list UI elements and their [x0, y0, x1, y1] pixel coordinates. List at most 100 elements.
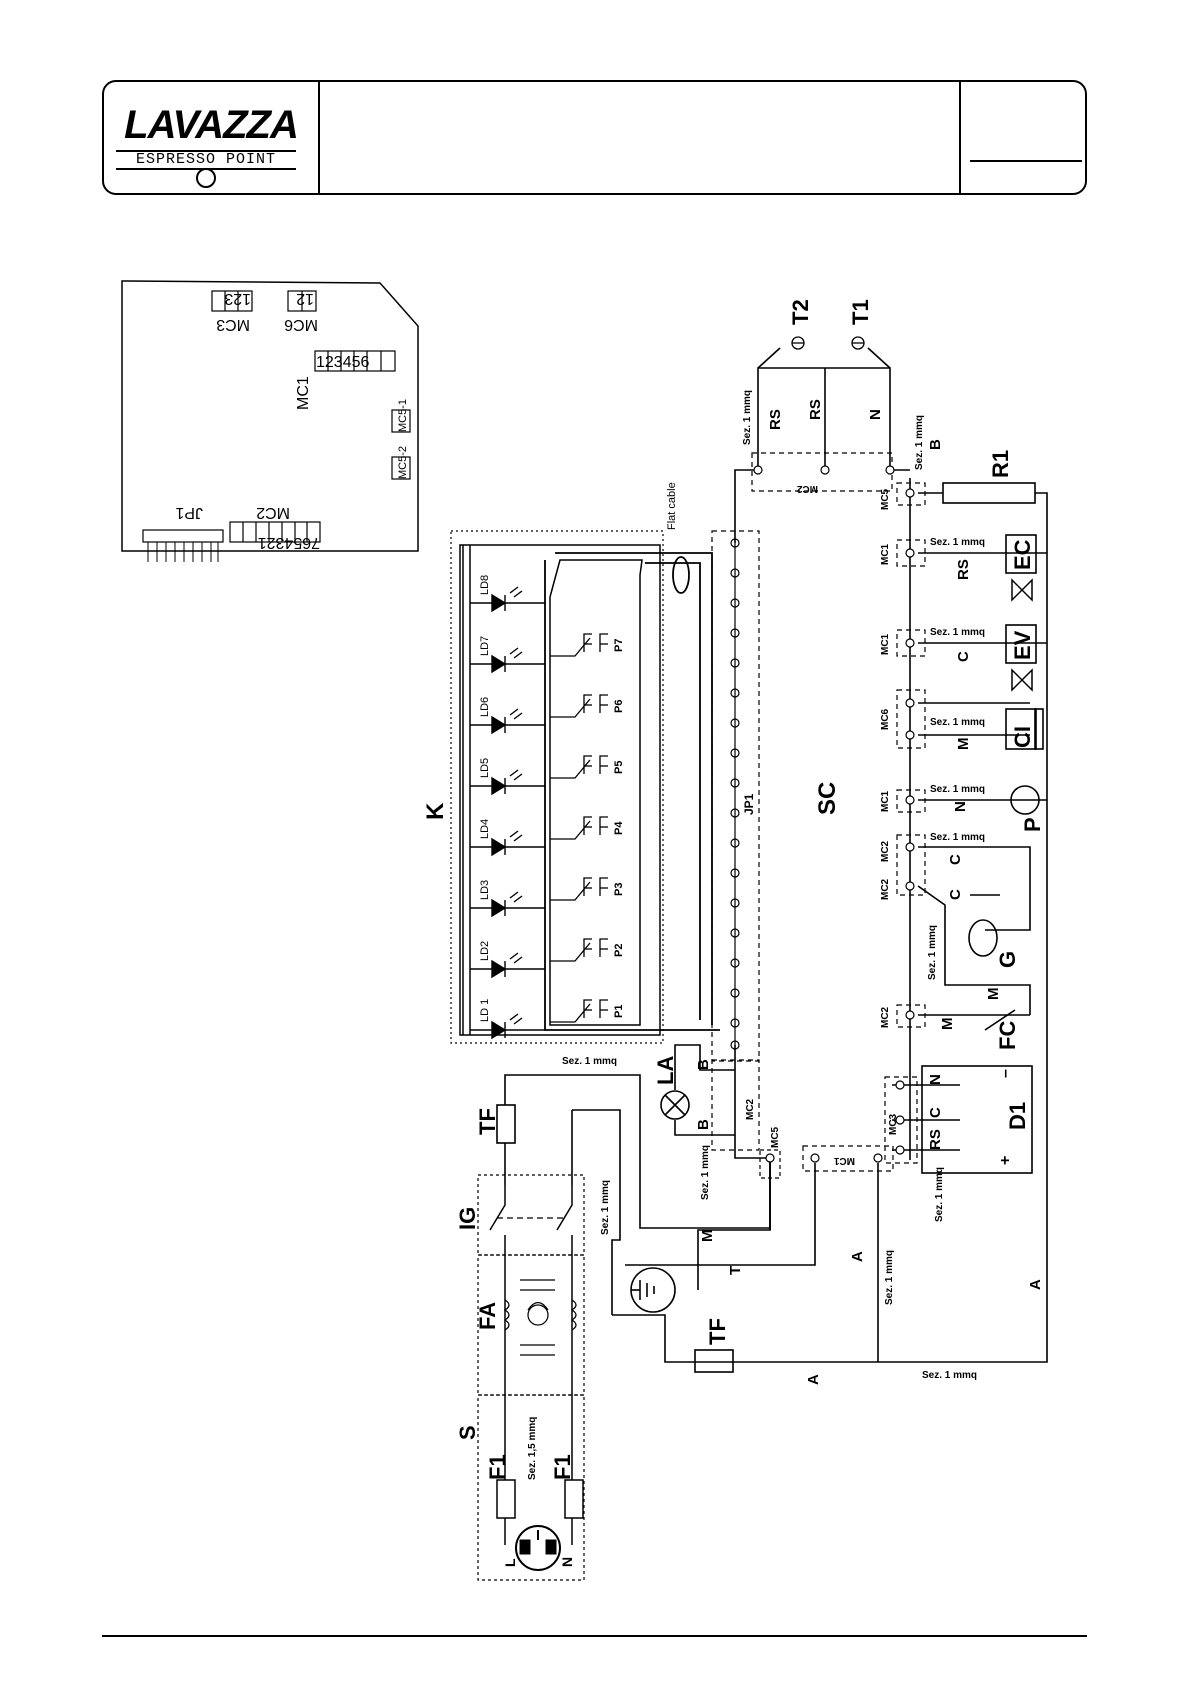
sez-g: Sez. 1 mmq — [927, 925, 938, 980]
key-rows — [550, 633, 608, 1023]
mc2-5-label: MC2 — [880, 1006, 891, 1028]
label-K: K — [422, 802, 449, 820]
key-label: P3 — [613, 883, 625, 896]
label-G: G — [995, 951, 1020, 968]
sez-ig: Sez. 1 mmq — [600, 1180, 611, 1235]
lavazza-logo: LAVAZZA ESPRESSO POINT — [116, 104, 306, 189]
label-A-3: A — [805, 1374, 822, 1385]
label-C-mc2-6: C — [947, 889, 964, 900]
label-TF-bottom: TF — [705, 1318, 730, 1345]
label-TF-top: TF — [475, 1108, 500, 1135]
valve-symbols — [1011, 578, 1033, 692]
key-4 — [550, 816, 608, 840]
led-3 — [470, 891, 545, 918]
label-M-ig: M — [699, 1230, 716, 1243]
led-rows — [470, 586, 545, 1040]
label-EC: EC — [1010, 539, 1035, 570]
label-FA: FA — [475, 1302, 500, 1330]
key-label: P5 — [613, 761, 625, 774]
led-label: LD6 — [479, 697, 491, 717]
label-M-fc2: M — [939, 1018, 956, 1031]
key-2 — [550, 938, 608, 962]
board-mc6-pins: 12 — [296, 290, 314, 307]
mc6-label: MC6 — [880, 708, 891, 730]
label-B-la1: B — [695, 1059, 712, 1070]
led-label: LD8 — [479, 575, 491, 595]
label-D1: D1 — [1005, 1102, 1030, 1130]
led-label: LD2 — [479, 941, 491, 961]
label-IG: IG — [455, 1207, 480, 1230]
led-label: LD3 — [479, 880, 491, 900]
key-label: P1 — [613, 1005, 625, 1018]
sez-d1: Sez. 1 mmq — [934, 1167, 945, 1222]
board-mc2-label: MC2 — [256, 504, 290, 521]
label-B-la2: B — [695, 1119, 712, 1130]
title-block: LAVAZZA ESPRESSO POINT — [102, 80, 1087, 195]
label-N-socket: N — [559, 1557, 575, 1567]
label-M-fc1: M — [985, 988, 1002, 1001]
logo-wordmark: LAVAZZA — [124, 103, 299, 147]
sez-mc1-lower: Sez. 1 mmq — [884, 1250, 895, 1305]
mc-connector-boxes — [896, 482, 926, 1028]
key-panel — [549, 559, 643, 1026]
label-T2: T2 — [788, 299, 813, 325]
mc1-ev-label: MC1 — [880, 633, 891, 655]
label-S: S — [455, 1425, 480, 1440]
led-8 — [470, 586, 545, 613]
key-5 — [550, 755, 608, 779]
key-7 — [550, 633, 608, 657]
key-label: P6 — [613, 700, 625, 713]
label-minus-d1: – — [997, 1069, 1014, 1078]
sez-ev: Sez. 1 mmq — [930, 627, 985, 638]
mc3-label: MC3 — [888, 1113, 899, 1135]
sez-mc2-7: Sez. 1 mmq — [930, 832, 985, 843]
label-C-d1: C — [927, 1107, 944, 1118]
label-P: P — [1020, 817, 1045, 832]
key-label: P4 — [613, 821, 625, 835]
sez-ec: Sez. 1 mmq — [930, 537, 985, 548]
mains-section — [477, 1174, 585, 1581]
sez-bottom: Sez. 1 mmq — [922, 1370, 977, 1381]
board-connectors — [142, 290, 411, 562]
mc2-6-label: MC2 — [880, 878, 891, 900]
led-2 — [470, 952, 545, 979]
mc1-lower-label: MC1 — [833, 1155, 855, 1166]
sez-p: Sez. 1 mmq — [930, 784, 985, 795]
led-5 — [470, 769, 545, 796]
board-mc3-label: MC3 — [216, 316, 250, 333]
mc1-p-label: MC1 — [880, 790, 891, 812]
header-underline — [970, 160, 1082, 162]
board-mc1-pins: 123456 — [316, 354, 369, 371]
label-RS-2: RS — [807, 399, 824, 420]
label-C-mc2-7: C — [947, 854, 964, 865]
label-flat-cable: Flat cable — [666, 482, 678, 530]
key-6 — [550, 694, 608, 718]
board-mc5-2-label: MC5-2 — [397, 446, 409, 479]
led-bus — [462, 545, 471, 1035]
led-4 — [470, 830, 545, 857]
key-label: P2 — [613, 944, 625, 957]
board-mc6-label: MC6 — [284, 316, 318, 333]
label-F1-left: F1 — [485, 1454, 510, 1480]
label-L: L — [502, 1558, 518, 1567]
label-EV: EV — [1010, 630, 1035, 660]
mc5-lower-label: MC5 — [770, 1126, 781, 1148]
label-LA: LA — [653, 1056, 678, 1085]
label-F1-right: F1 — [550, 1454, 575, 1480]
label-T-ground: T — [727, 1266, 744, 1275]
sez-t1: Sez. 1 mmq — [914, 415, 925, 470]
led-6 — [470, 708, 545, 735]
flat-cable — [544, 552, 720, 1031]
footer-rule — [102, 1635, 1087, 1637]
mc2-7-label: MC2 — [880, 840, 891, 862]
led-7 — [470, 647, 545, 674]
label-N-p: N — [952, 801, 969, 812]
label-R1: R1 — [988, 450, 1013, 478]
board-jp1-label: JP1 — [175, 504, 203, 521]
mc2-la-label: MC2 — [745, 1098, 756, 1120]
board-outline — [121, 280, 419, 552]
label-JP1: JP1 — [742, 793, 756, 815]
mc5-top-label: MC5 — [880, 488, 891, 510]
board-mc2-pins: 7654321 — [258, 534, 320, 551]
